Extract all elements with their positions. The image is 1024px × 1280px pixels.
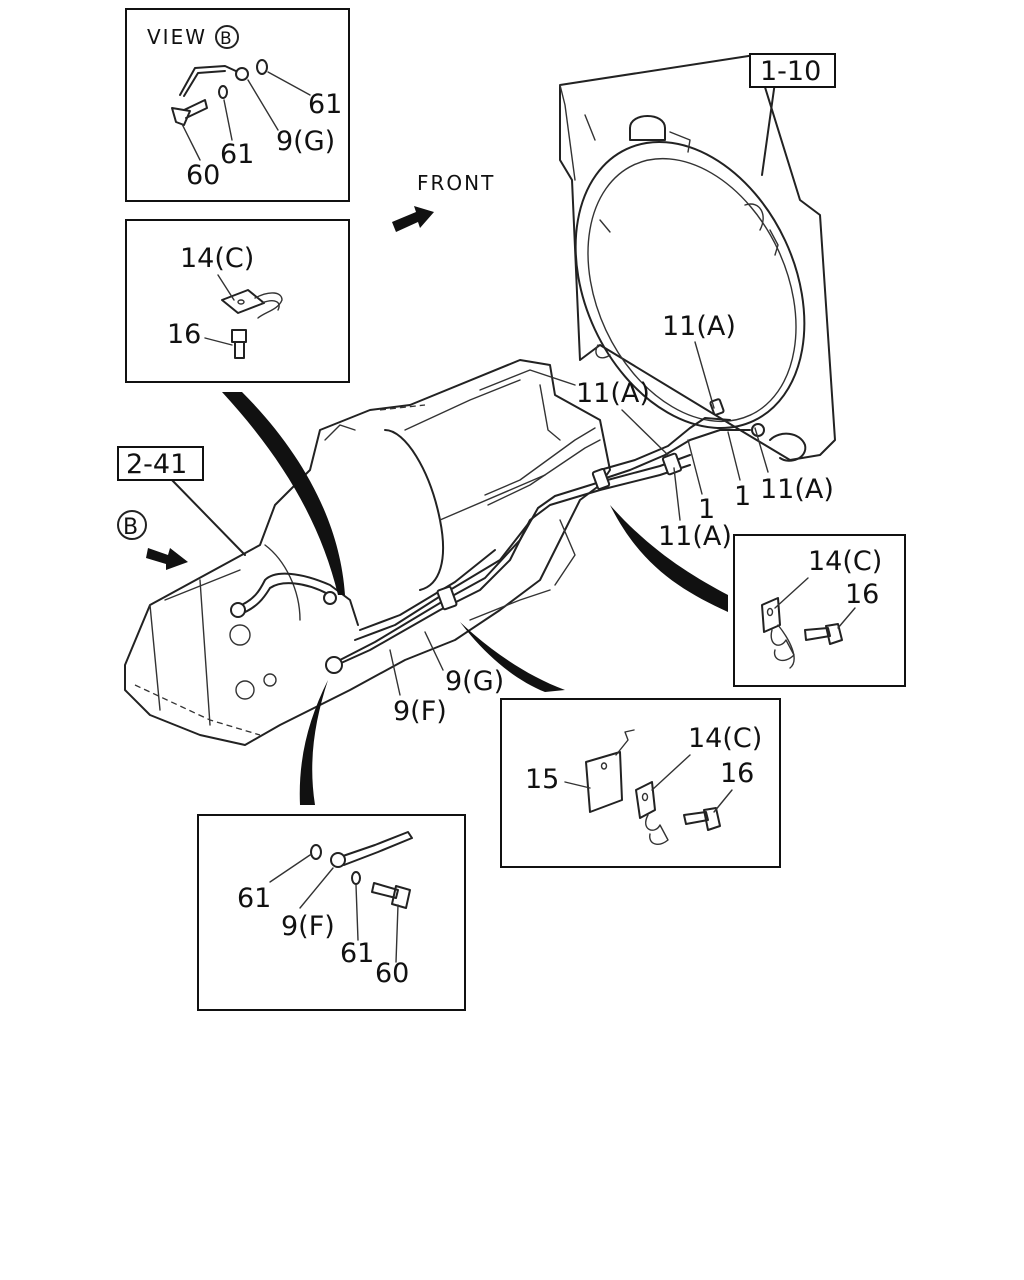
view-b-parts <box>171 59 268 126</box>
detail-60: 60 <box>375 958 409 989</box>
ref-box-transmission <box>117 446 204 481</box>
radiator-leader <box>761 81 776 176</box>
leader-11a-bottom <box>673 467 681 521</box>
leader-11a-left <box>621 409 669 456</box>
callout-11a-top: 11(A) <box>662 311 736 342</box>
leader-bracket-16 <box>713 789 733 813</box>
view-callout-61-mid: 61 <box>220 139 254 170</box>
leader-bracket-15 <box>564 781 591 789</box>
detail-parts <box>310 831 413 909</box>
detail-box <box>197 814 466 1011</box>
view-callout-60: 60 <box>186 160 220 191</box>
leader-det-61-b <box>355 884 359 941</box>
b-arrow-icon <box>146 548 188 570</box>
clip-a-16: 16 <box>167 319 201 350</box>
leader-clip-a-16 <box>204 337 233 346</box>
pointer-clip-a <box>222 392 345 595</box>
ref-transmission-label: 2-41 <box>126 449 187 480</box>
leader-view-9g <box>247 79 279 131</box>
clip-a-14c: 14(C) <box>180 243 254 274</box>
pointer-detail <box>299 680 328 805</box>
pointer-clip-b <box>610 505 728 612</box>
leader-clip-b-14c <box>774 577 809 609</box>
leader-view-60 <box>181 123 201 161</box>
leader-view-61-mid <box>223 99 233 141</box>
leader-1-right <box>727 431 741 481</box>
callout-1-left: 1 <box>698 494 715 525</box>
leader-11a-top <box>694 341 715 409</box>
b-view-marker: B <box>117 510 147 540</box>
clip-b-14c: 14(C) <box>808 546 882 577</box>
leader-view-61-top <box>267 71 311 96</box>
transmission-leader <box>169 477 246 556</box>
oil-cooler-pipes <box>230 398 765 674</box>
leader-11a-right <box>754 427 769 473</box>
b-view-marker-label: B <box>123 515 138 540</box>
callout-11a-right: 11(A) <box>760 474 834 505</box>
callout-11a-left: 11(A) <box>576 378 650 409</box>
clip-b-16: 16 <box>845 579 879 610</box>
leader-1-left <box>687 439 703 495</box>
bracket-15: 15 <box>525 764 559 795</box>
detail-61-b: 61 <box>340 938 374 969</box>
view-b-title: VIEW <box>147 25 207 49</box>
clip-a-parts <box>221 289 283 359</box>
clip-b-parts <box>761 597 843 669</box>
detail-9f: 9(F) <box>281 911 335 942</box>
bracket-14c: 14(C) <box>688 723 762 754</box>
leader-bracket-14c <box>651 754 691 791</box>
leader-det-60 <box>395 904 399 963</box>
leader-clip-b-16 <box>837 607 856 629</box>
front-arrow-icon <box>392 206 434 232</box>
ref-radiator-label: 1-10 <box>760 56 821 87</box>
leader-9f <box>389 649 401 696</box>
bracket-parts <box>585 729 721 845</box>
leader-clip-a-14c <box>217 274 235 301</box>
front-label: FRONT <box>417 171 495 195</box>
bracket-16: 16 <box>720 758 754 789</box>
leader-9g <box>424 631 444 671</box>
bracket-box <box>500 698 781 868</box>
radiator-shroud-illustration <box>559 54 836 462</box>
leader-det-9f <box>299 867 334 909</box>
callout-9f: 9(F) <box>393 696 447 727</box>
view-callout-9g: 9(G) <box>276 126 335 157</box>
callout-1-right: 1 <box>734 481 751 512</box>
view-callout-61-top: 61 <box>308 89 342 120</box>
view-b-ref-circle <box>215 25 239 49</box>
leader-det-61-a <box>269 854 311 883</box>
callout-11a-bottom: 11(A) <box>658 521 732 552</box>
ref-box-radiator <box>749 53 836 88</box>
detail-61-a: 61 <box>237 883 271 914</box>
view-b-ref: B <box>220 29 232 49</box>
callout-9g: 9(G) <box>445 666 504 697</box>
